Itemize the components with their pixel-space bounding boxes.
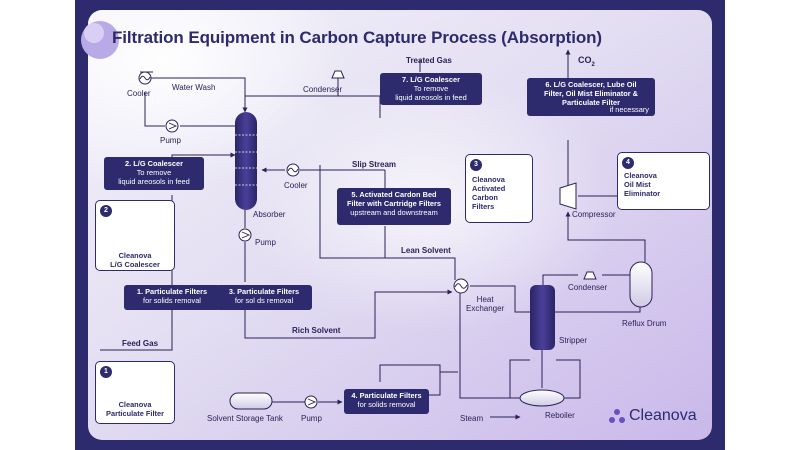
page-title: Filtration Equipment in Carbon Capture P…	[112, 28, 602, 47]
pump-mid-icon	[238, 228, 252, 242]
hx-feed-line	[379, 364, 441, 382]
label-water-wash: Water Wash	[172, 83, 216, 92]
condenser-right-icon	[583, 271, 597, 280]
reboiler-loop-line	[509, 348, 543, 398]
solvent-storage-tank	[229, 392, 273, 410]
label-stripper: Stripper	[559, 336, 588, 345]
box-2-title: 2. L/G Coalescer	[125, 159, 183, 168]
box-3-title: 3. Particulate Filters	[228, 287, 300, 296]
reboiler-out-line	[556, 359, 581, 399]
reboiler	[519, 389, 565, 407]
label-compressor: Compressor	[572, 210, 616, 219]
box-1-particulate-filters: 1. Particulate Filters for solids remova…	[124, 285, 220, 310]
cooler-mid-icon	[286, 163, 300, 177]
stripper-column	[530, 285, 555, 350]
lean-return-line	[459, 292, 520, 399]
card-1-number: 1	[100, 366, 112, 378]
box-2-lg-coalescer: 2. L/G Coalescer To remove liquid areoso…	[104, 157, 204, 190]
label-lean-solvent: Lean Solvent	[401, 246, 451, 255]
label-condenser-top: Condenser	[303, 85, 343, 94]
pump-to-hx-line	[425, 371, 458, 396]
pump-bottom-icon	[304, 395, 318, 409]
label-rich-solvent: Rich Solvent	[292, 326, 341, 335]
compressor-icon	[559, 182, 577, 210]
box-4-particulate-filters: 4. Particulate Filters for solids remova…	[344, 389, 429, 414]
absorber-column	[235, 112, 257, 210]
rich-solvent-line	[244, 289, 453, 339]
box-6-sub: if necessary	[609, 105, 649, 114]
label-pump-top: Pump	[160, 136, 181, 145]
card-4-oil-mist-eliminator: 4 Cleanova Oil Mist Eliminator	[617, 152, 710, 210]
card-3-caption: Cleanova Activated Carbon Filters	[472, 175, 506, 211]
label-feed-gas: Feed Gas	[122, 339, 159, 348]
hx-to-stripper-line	[470, 285, 530, 313]
box-3-sub: for sol ds removal	[234, 296, 294, 305]
label-co2: CO2	[578, 55, 595, 68]
box-4-sub: for solids removal	[357, 400, 416, 409]
box-3-particulate-filters: 3. Particulate Filters for sol ds remova…	[216, 285, 312, 310]
box-7-lg-coalescer: 7. L/G Coalescer To remove liquid areoso…	[380, 73, 482, 105]
label-pump-bottom: Pump	[301, 414, 322, 423]
label-pump-mid: Pump	[255, 238, 276, 247]
cooler-top-icon	[138, 71, 152, 85]
reflux-drum	[629, 261, 653, 308]
label-reboiler: Reboiler	[545, 411, 575, 420]
box-5-title: 5. Activated Cardon Bed Filter with Cart…	[346, 190, 442, 208]
box-7-title: 7. L/G Coalescer	[402, 75, 460, 84]
box-1-title: 1. Particulate Filters	[136, 287, 208, 296]
box-6-title: 6. L/G Coalescer, Lube Oil Filter, Oil M…	[543, 80, 639, 107]
label-cooler-mid: Cooler	[284, 181, 308, 190]
box-7-sub: To remove liquid areosols in feed	[395, 84, 467, 102]
brand-name: Cleanova	[629, 407, 697, 424]
box-6-lg-coalescer-lube: 6. L/G Coalescer, Lube Oil Filter, Oil M…	[527, 78, 655, 116]
box-5-sub: upstream and downstream	[350, 208, 438, 217]
card-1-caption: Cleanova Particulate Filter	[106, 400, 164, 418]
label-absorber: Absorber	[253, 210, 286, 219]
box-4-title: 4. Particulate Filters	[351, 391, 422, 400]
label-slip-stream: Slip Stream	[352, 160, 397, 169]
lean-solvent-line	[319, 165, 456, 280]
box-1-sub: for solids removal	[143, 296, 201, 305]
label-treated-gas: Treated Gas	[406, 56, 452, 65]
label-solvent-storage: Solvent Storage Tank	[207, 414, 283, 423]
card-4-number: 4	[622, 157, 634, 169]
heat-exchanger-icon	[453, 278, 469, 294]
to-compressor-line	[565, 211, 646, 262]
title-sphere-highlight	[84, 23, 104, 43]
box-2-sub: To remove liquid areosols in feed	[118, 168, 190, 186]
label-steam: Steam	[460, 414, 484, 423]
pump-top-icon	[165, 119, 179, 133]
card-3-number: 3	[470, 159, 482, 171]
label-cooler-top: Cooler	[127, 89, 151, 98]
cleanova-logo-icon	[609, 409, 625, 423]
card-2-number: 2	[100, 205, 112, 217]
card-4-caption: Cleanova Oil Mist Eliminator	[624, 171, 661, 198]
card-2-lg-coalescer: 2 Cleanova L/G Coalescer	[95, 200, 175, 271]
label-condenser-right: Condenser	[568, 283, 608, 292]
card-3-activated-carbon: 3 Cleanova Activated Carbon Filters	[465, 154, 533, 223]
card-1-particulate-filter: 1 Cleanova Particulate Filter	[95, 361, 175, 424]
condenser-top-icon	[331, 70, 345, 79]
label-heat-exchanger: Heat Exchanger	[466, 295, 505, 313]
feed-gas-line	[100, 310, 173, 351]
card-2-caption: Cleanova L/G Coalescer	[110, 251, 160, 269]
label-reflux-drum: Reflux Drum	[622, 319, 667, 328]
box-5-activated-carbon: 5. Activated Cardon Bed Filter with Cart…	[337, 188, 451, 225]
